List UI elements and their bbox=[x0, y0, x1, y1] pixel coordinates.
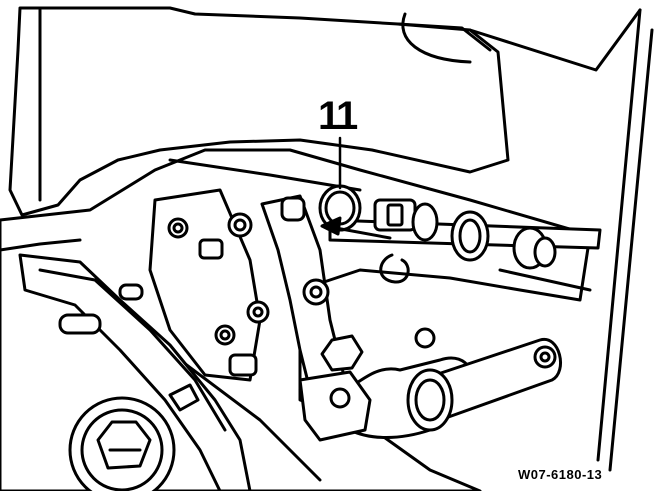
rod-sleeve bbox=[388, 205, 402, 225]
side-panel bbox=[470, 10, 640, 70]
shaft-end-face bbox=[416, 380, 444, 420]
left-rail bbox=[20, 255, 250, 491]
plate-rib bbox=[180, 360, 320, 480]
bracket-stud bbox=[200, 240, 222, 258]
locating-pin bbox=[60, 315, 100, 333]
output-shaft bbox=[420, 339, 561, 420]
left-rail-inner bbox=[40, 270, 225, 430]
latch-clip bbox=[170, 385, 198, 410]
lever-bolt bbox=[311, 287, 321, 297]
housing-edge-line bbox=[398, 24, 490, 50]
lever-pin bbox=[282, 198, 304, 220]
rod-collar bbox=[460, 220, 480, 252]
rod-collar bbox=[535, 238, 555, 266]
side-panel bbox=[610, 30, 652, 470]
direction-arrow-head bbox=[322, 218, 340, 234]
shift-rod-shadow bbox=[500, 270, 590, 290]
upper-housing bbox=[10, 8, 508, 215]
bracket-bolt bbox=[235, 220, 245, 230]
locating-pin bbox=[120, 285, 142, 299]
figure-code: W07-6180-13 bbox=[518, 467, 603, 482]
clevis-bolt bbox=[331, 389, 349, 407]
drain-plug-hex bbox=[98, 422, 150, 468]
rod-collar bbox=[413, 204, 437, 240]
plate-rib bbox=[0, 240, 80, 250]
housing-edge-line bbox=[403, 14, 470, 62]
housing-bolt bbox=[416, 329, 434, 347]
part-callout-label: 11 bbox=[318, 94, 358, 138]
lever-hex-nut bbox=[322, 336, 362, 370]
bracket-bolt bbox=[174, 224, 182, 232]
bracket-bolt bbox=[221, 331, 229, 339]
bracket-bolt bbox=[254, 308, 262, 316]
bracket-stud bbox=[230, 355, 256, 375]
side-panel bbox=[598, 10, 640, 460]
circlip bbox=[381, 255, 408, 282]
plate-rib bbox=[170, 160, 360, 190]
shaft-bolt bbox=[541, 353, 549, 361]
